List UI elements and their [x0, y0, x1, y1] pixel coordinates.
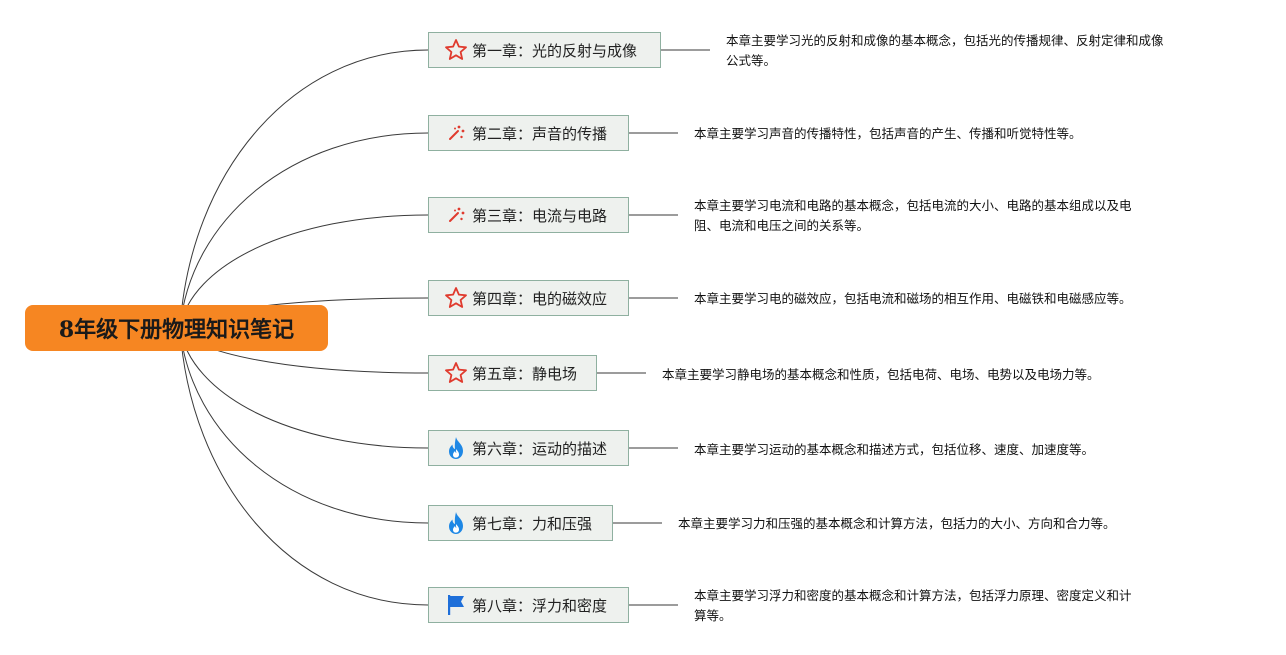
star-icon [443, 285, 469, 311]
flame-icon [443, 510, 469, 536]
chapter-description-6: 本章主要学习运动的基本概念和描述方式，包括位移、速度、加速度等。 [694, 440, 1094, 460]
chapter-description-8: 本章主要学习浮力和密度的基本概念和计算方法，包括浮力原理、密度定义和计算等。 [694, 586, 1132, 626]
chapter-description-1: 本章主要学习光的反射和成像的基本概念，包括光的传播规律、反射定律和成像公式等。 [726, 31, 1164, 71]
chapter-title: 第六章：运动的描述 [472, 439, 608, 458]
chapter-description-7: 本章主要学习力和压强的基本概念和计算方法，包括力的大小、方向和合力等。 [678, 514, 1116, 534]
description-line: 本章主要学习声音的传播特性，包括声音的产生、传播和听觉特性等。 [694, 126, 1082, 141]
chapter-node-6[interactable]: 第六章：运动的描述 [428, 430, 629, 466]
chapter-node-2[interactable]: 第二章：声音的传播 [428, 115, 629, 151]
chapter-node-4[interactable]: 第四章：电的磁效应 [428, 280, 629, 316]
description-line: 阻、电流和电压之间的关系等。 [694, 218, 870, 233]
chapter-title: 第四章：电的磁效应 [472, 289, 608, 308]
description-line: 本章主要学习电的磁效应，包括电流和磁场的相互作用、电磁铁和电磁感应等。 [694, 291, 1132, 306]
chapter-description-4: 本章主要学习电的磁效应，包括电流和磁场的相互作用、电磁铁和电磁感应等。 [694, 289, 1132, 309]
sparkle-icon [443, 202, 469, 228]
flame-icon [443, 435, 469, 461]
description-line: 本章主要学习力和压强的基本概念和计算方法，包括力的大小、方向和合力等。 [678, 516, 1116, 531]
branch-line-8 [179, 327, 429, 606]
star-icon [443, 37, 469, 63]
chapter-node-3[interactable]: 第三章：电流与电路 [428, 197, 629, 233]
star-icon [443, 360, 469, 386]
chapter-node-5[interactable]: 第五章：静电场 [428, 355, 597, 391]
chapter-title: 第二章：声音的传播 [472, 124, 608, 143]
description-line: 本章主要学习静电场的基本概念和性质，包括电荷、电场、电势以及电场力等。 [662, 367, 1100, 382]
chapter-title: 第七章：力和压强 [472, 514, 593, 533]
chapter-node-8[interactable]: 第八章：浮力和密度 [428, 587, 629, 623]
chapter-title: 第八章：浮力和密度 [472, 596, 608, 615]
description-line: 算等。 [694, 608, 732, 623]
chapter-title: 第一章：光的反射与成像 [472, 41, 638, 60]
description-line: 公式等。 [726, 53, 777, 68]
branch-line-7 [179, 327, 429, 524]
flag-icon [443, 592, 469, 618]
chapter-description-5: 本章主要学习静电场的基本概念和性质，包括电荷、电场、电势以及电场力等。 [662, 365, 1100, 385]
branch-line-2 [179, 132, 429, 329]
root-topic[interactable]: 8年级下册物理知识笔记 [25, 305, 328, 351]
chapter-title: 第五章：静电场 [472, 364, 578, 383]
branch-line-1 [179, 49, 429, 329]
branch-line-3 [179, 214, 429, 329]
chapter-title: 第三章：电流与电路 [472, 206, 608, 225]
root-topic-label: 8年级下册物理知识笔记 [58, 317, 295, 343]
description-line: 本章主要学习电流和电路的基本概念，包括电流的大小、电路的基本组成以及电 [694, 198, 1132, 213]
chapter-node-7[interactable]: 第七章：力和压强 [428, 505, 613, 541]
branch-line-6 [179, 327, 429, 449]
description-line: 本章主要学习运动的基本概念和描述方式，包括位移、速度、加速度等。 [694, 442, 1095, 457]
chapter-node-1[interactable]: 第一章：光的反射与成像 [428, 32, 661, 68]
chapter-description-2: 本章主要学习声音的传播特性，包括声音的产生、传播和听觉特性等。 [694, 124, 1082, 144]
description-line: 本章主要学习光的反射和成像的基本概念，包括光的传播规律、反射定律和成像 [726, 33, 1164, 48]
description-line: 本章主要学习浮力和密度的基本概念和计算方法，包括浮力原理、密度定义和计 [694, 588, 1132, 603]
sparkle-icon [443, 120, 469, 146]
chapter-description-3: 本章主要学习电流和电路的基本概念，包括电流的大小、电路的基本组成以及电阻、电流和… [694, 196, 1132, 236]
